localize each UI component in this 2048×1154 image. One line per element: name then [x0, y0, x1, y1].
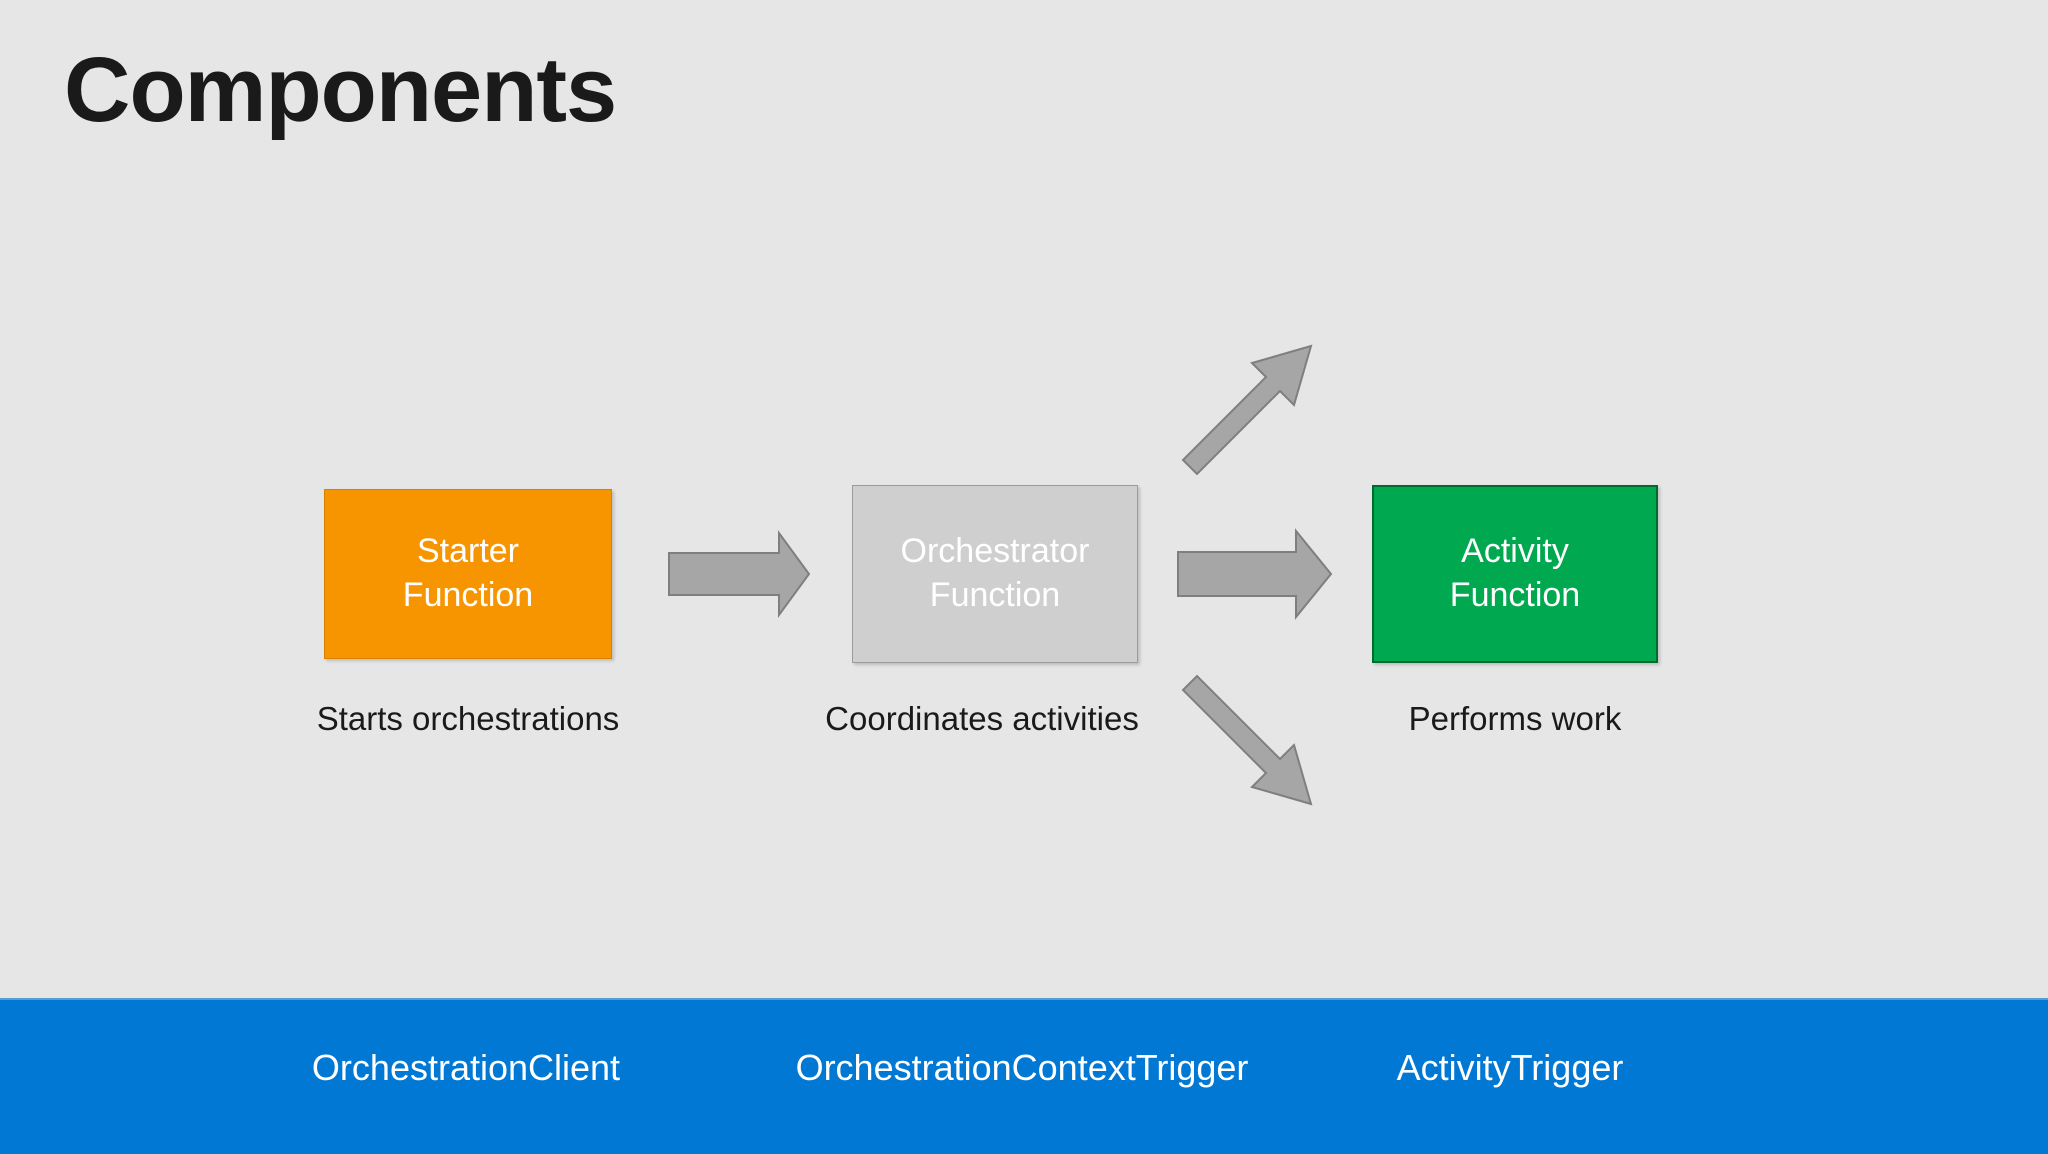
node-orchestrator-line1: Orchestrator — [900, 532, 1090, 571]
arrow-starter-to-orchestrator-icon — [668, 529, 811, 619]
components-diagram: Starter Function Orchestrator Function A… — [316, 344, 1658, 806]
caption-activity-function: Performs work — [1408, 700, 1622, 737]
node-starter-line2: Function — [402, 576, 534, 614]
node-orchestrator-line2: Function — [929, 576, 1061, 614]
node-activity-function[interactable]: Activity Function — [1372, 485, 1658, 663]
arrow-orchestrator-up-right-icon — [1181, 344, 1313, 476]
page-title: Components — [64, 39, 617, 141]
footer-label-activity-trigger: ActivityTrigger — [1396, 1047, 1624, 1088]
arrow-orchestrator-down-right-icon — [1181, 674, 1313, 806]
node-activity-line1: Activity — [1461, 532, 1569, 571]
arrow-orchestrator-to-activity-icon — [1177, 528, 1333, 620]
footer-label-orchestration-client: OrchestrationClient — [311, 1047, 621, 1088]
footer-label-orchestration-context-trigger: OrchestrationContextTrigger — [795, 1047, 1249, 1088]
node-starter-line1: Starter — [416, 532, 520, 571]
node-activity-line2: Function — [1449, 576, 1581, 614]
node-starter-function[interactable]: Starter Function — [324, 489, 612, 659]
caption-starter-function: Starts orchestrations — [316, 700, 620, 737]
caption-orchestrator-function: Coordinates activities — [825, 700, 1139, 737]
node-orchestrator-function[interactable]: Orchestrator Function — [852, 485, 1138, 663]
footer-bar: OrchestrationClient OrchestrationContext… — [0, 998, 2048, 1154]
